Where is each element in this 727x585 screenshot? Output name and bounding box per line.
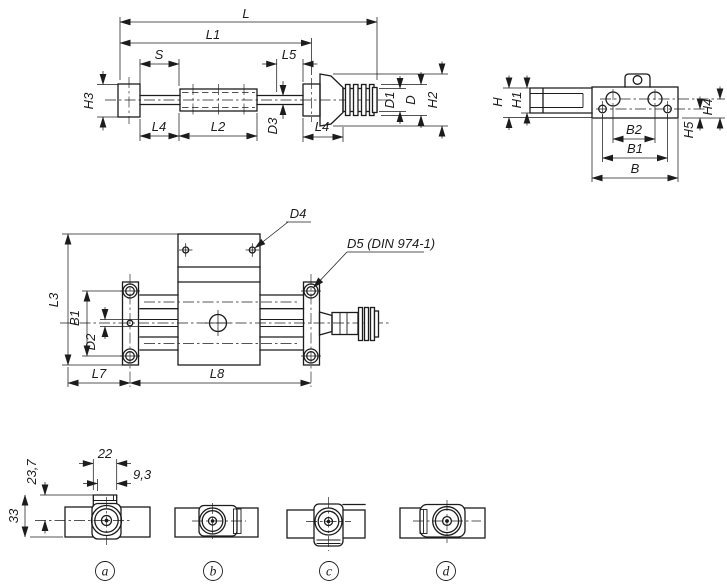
end-side-view: H H1 H4 H5 B2 B1 B [490, 73, 725, 182]
variant-d-label: d [443, 564, 450, 579]
dim-33: 33 [6, 508, 21, 523]
variant-b-view: b [174, 503, 259, 581]
variant-a-label: a [102, 564, 109, 579]
dim-H1: H1 [509, 92, 524, 109]
dim-B1-top: B1 [67, 310, 82, 326]
dim-D2: D2 [83, 333, 98, 350]
dim-L7: L7 [92, 366, 107, 381]
dim-22: 22 [97, 446, 113, 461]
dim-H: H [490, 97, 505, 107]
callout-D5: D5 (DIN 974-1) [347, 236, 435, 251]
variant-a-view: 22 9,3 23,7 33 a [6, 446, 152, 581]
dim-L4-right: L4 [315, 119, 329, 134]
end-plate-screws [120, 283, 321, 364]
dim-B2: B2 [626, 122, 643, 137]
variant-c-view: c [286, 497, 366, 581]
dim-D3: D3 [265, 117, 280, 134]
dim-D1: D1 [382, 92, 397, 109]
dim-S: S [155, 47, 164, 62]
dim-23-7: 23,7 [24, 459, 39, 486]
dim-B1-end: B1 [627, 141, 643, 156]
dim-H5: H5 [681, 121, 696, 138]
dim-H4: H4 [700, 99, 715, 116]
dim-L8: L8 [210, 366, 225, 381]
dim-L1: L1 [206, 27, 220, 42]
spindle-side-view: L L1 S L5 H3 L4 L2 D3 L4 [81, 6, 448, 142]
dim-B: B [631, 161, 640, 176]
dim-9-3: 9,3 [133, 467, 152, 482]
dim-H2: H2 [425, 91, 440, 108]
dim-H3: H3 [81, 92, 96, 109]
dim-D: D [403, 95, 418, 104]
variant-c-label: c [326, 564, 332, 579]
variant-b-label: b [210, 564, 217, 579]
dim-L4-left: L4 [152, 119, 166, 134]
variant-d-view: d [399, 500, 486, 581]
dim-L2: L2 [211, 119, 226, 134]
dim-L3: L3 [46, 292, 61, 307]
top-plan-view: L3 B1 D2 L7 L8 D4 D5 (DIN 974-1) [46, 206, 435, 387]
dim-L5: L5 [282, 47, 297, 62]
callout-D4: D4 [290, 206, 307, 221]
dim-L: L [242, 6, 249, 21]
